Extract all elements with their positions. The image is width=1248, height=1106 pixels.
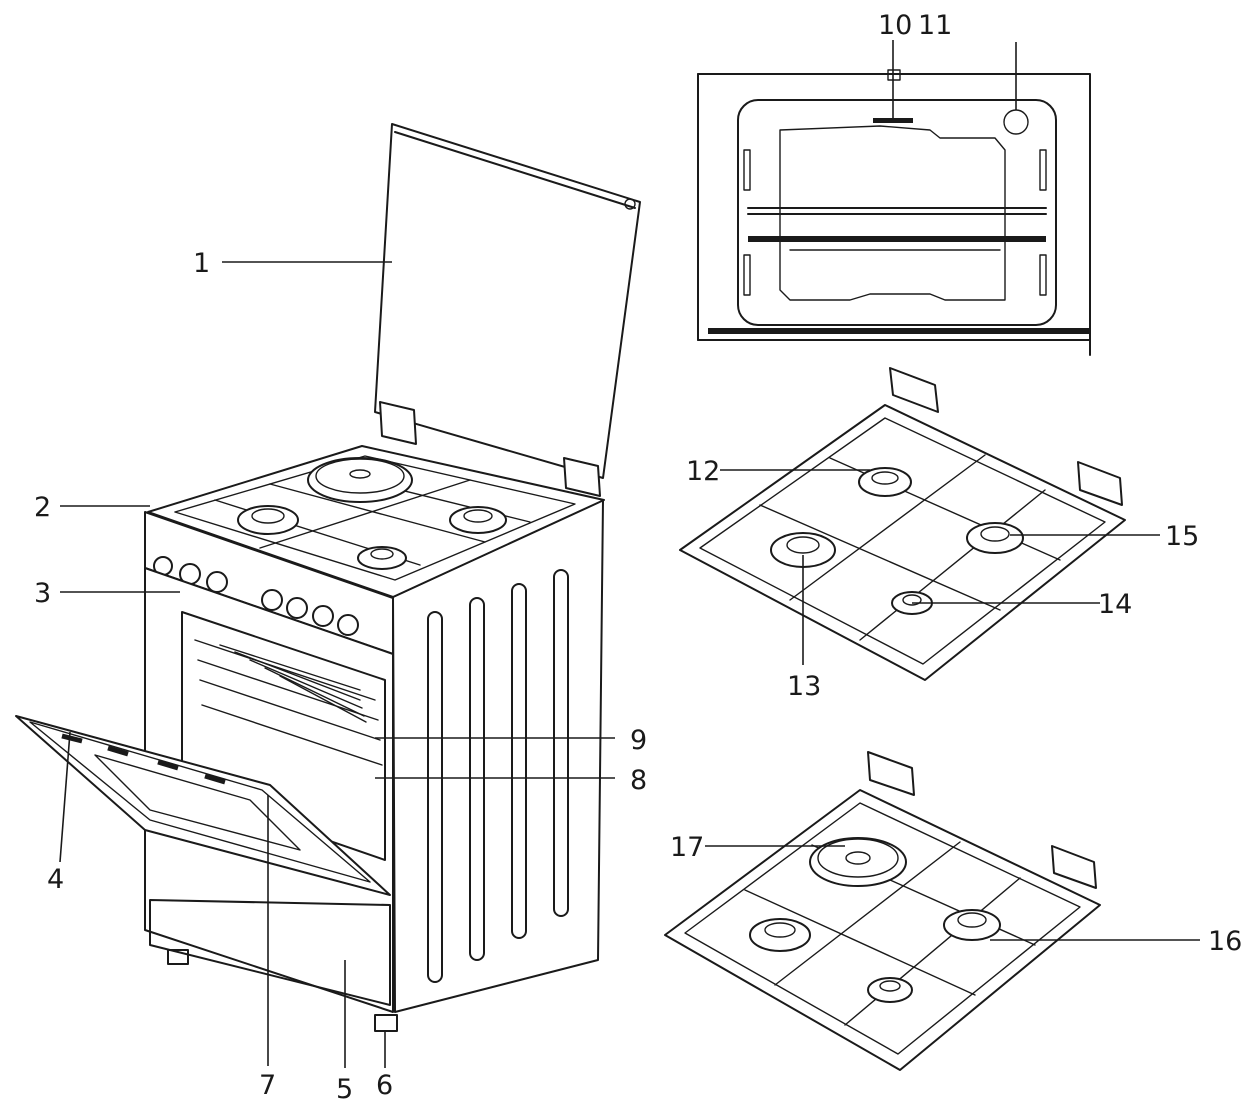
callout-9: 9	[630, 725, 647, 756]
callout-8: 8	[630, 765, 647, 796]
callout-11: 11	[918, 10, 952, 41]
control-panel	[144, 511, 394, 655]
gas-hob-illustration	[679, 367, 1126, 681]
callout-5: 5	[336, 1074, 353, 1105]
callout-7: 7	[259, 1070, 276, 1101]
mixed-hob-illustration	[664, 751, 1101, 1071]
side-panel	[392, 499, 604, 1013]
callout-labels: 1 2 3 4 5 6 7 8 9 10 11 12 13 14 15 16 1…	[34, 10, 1242, 1105]
callout-17: 17	[670, 832, 704, 863]
glass-lid	[374, 123, 641, 497]
callout-16: 16	[1208, 926, 1242, 957]
callout-10: 10	[878, 10, 912, 41]
callout-15: 15	[1165, 521, 1199, 552]
oven-door	[15, 715, 391, 896]
callout-13: 13	[787, 671, 821, 702]
leader-lines	[59, 40, 1200, 1068]
callout-12: 12	[686, 456, 720, 487]
callout-2: 2	[34, 492, 51, 523]
callout-14: 14	[1098, 589, 1132, 620]
callout-3: 3	[34, 578, 51, 609]
leader-4	[59, 731, 71, 863]
callout-6: 6	[376, 1070, 393, 1101]
oven-interior-illustration	[697, 69, 1091, 356]
callout-4: 4	[47, 864, 64, 895]
cooker-illustration	[15, 123, 641, 1032]
callout-1: 1	[193, 248, 210, 279]
